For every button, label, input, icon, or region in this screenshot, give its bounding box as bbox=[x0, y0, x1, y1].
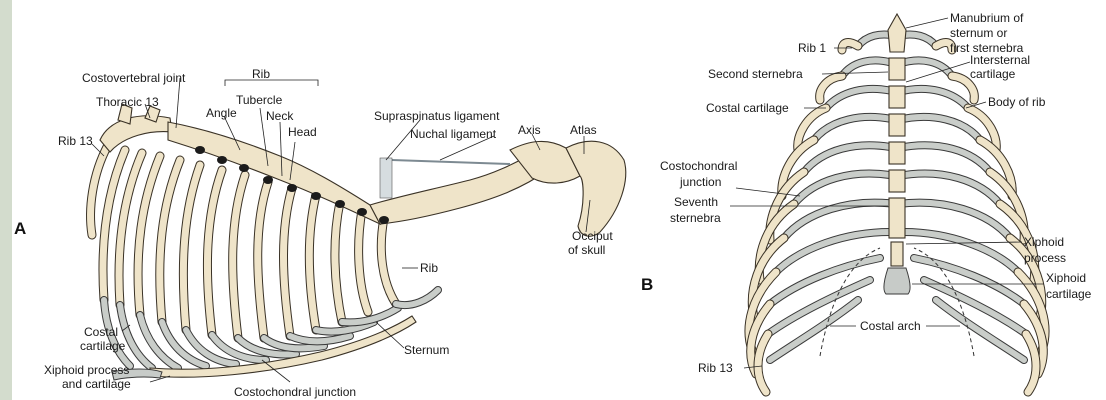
label-costochondral-line1: Costochondral bbox=[660, 159, 737, 173]
label-rib-1: Rib 1 bbox=[798, 41, 826, 55]
label-angle: Angle bbox=[206, 106, 237, 120]
label-costal-cartilage-line1: Costal bbox=[84, 325, 118, 339]
label-rib-a: Rib bbox=[420, 261, 438, 275]
label-seventh-line2: sternebra bbox=[670, 211, 721, 225]
label-rib-group: Rib bbox=[252, 67, 270, 81]
label-intersternal-line1: Intersternal bbox=[970, 53, 1030, 67]
label-costovertebral-joint: Costovertebral joint bbox=[82, 71, 186, 85]
label-xiphoid-line1: Xiphoid process bbox=[44, 363, 129, 377]
label-manubrium-line2: sternum or bbox=[950, 26, 1007, 40]
panel-b-sternum bbox=[884, 14, 910, 294]
label-intersternal-line2: cartilage bbox=[970, 67, 1016, 81]
label-rib-13-a: Rib 13 bbox=[58, 134, 93, 148]
label-tubercle: Tubercle bbox=[236, 93, 283, 107]
panel-a-illustration: A Rib Costovertebral joint Thoracic 13 T… bbox=[14, 67, 626, 399]
label-xiphoid-process-line1: Xiphoid bbox=[1024, 235, 1064, 249]
panel-a-ribs bbox=[91, 145, 396, 338]
label-manubrium-line1: Manubrium of bbox=[950, 11, 1024, 25]
label-thoracic-13: Thoracic 13 bbox=[96, 95, 159, 109]
label-head: Head bbox=[288, 125, 317, 139]
label-second-sternebra: Second sternebra bbox=[708, 67, 803, 81]
label-xiphoid-process-line2: process bbox=[1024, 251, 1066, 265]
panel-b-left-ribs bbox=[749, 34, 896, 392]
label-supraspinatus-ligament: Supraspinatus ligament bbox=[374, 109, 500, 123]
label-costal-cartilage-b: Costal cartilage bbox=[706, 101, 789, 115]
label-xiphoid-cartilage-line2: cartilage bbox=[1046, 287, 1092, 301]
label-occiput-line1: Occiput bbox=[572, 229, 613, 243]
panel-a-letter: A bbox=[14, 219, 26, 238]
panel-b-right-ribs bbox=[898, 34, 1045, 392]
label-nuchal-ligament: Nuchal ligament bbox=[410, 127, 497, 141]
label-rib-13-b: Rib 13 bbox=[698, 361, 733, 375]
label-costal-arch: Costal arch bbox=[860, 319, 921, 333]
label-atlas: Atlas bbox=[570, 123, 597, 137]
label-seventh-line1: Seventh bbox=[674, 195, 718, 209]
label-xiphoid-cartilage-line1: Xiphoid bbox=[1046, 271, 1086, 285]
panel-b-letter: B bbox=[641, 275, 653, 294]
label-sternum: Sternum bbox=[404, 343, 449, 357]
label-xiphoid-line2: and cartilage bbox=[62, 377, 131, 391]
panel-b-illustration: B Manubrium of sternum or first sternebr… bbox=[641, 11, 1092, 392]
label-body-of-rib: Body of rib bbox=[988, 95, 1046, 109]
label-costochondral-line2: junction bbox=[679, 175, 721, 189]
label-occiput-line2: of skull bbox=[568, 243, 605, 257]
label-axis: Axis bbox=[518, 123, 541, 137]
label-neck: Neck bbox=[266, 109, 294, 123]
label-costal-cartilage-line2: cartilage bbox=[80, 339, 126, 353]
label-costochondral-junction-a: Costochondral junction bbox=[234, 385, 356, 399]
